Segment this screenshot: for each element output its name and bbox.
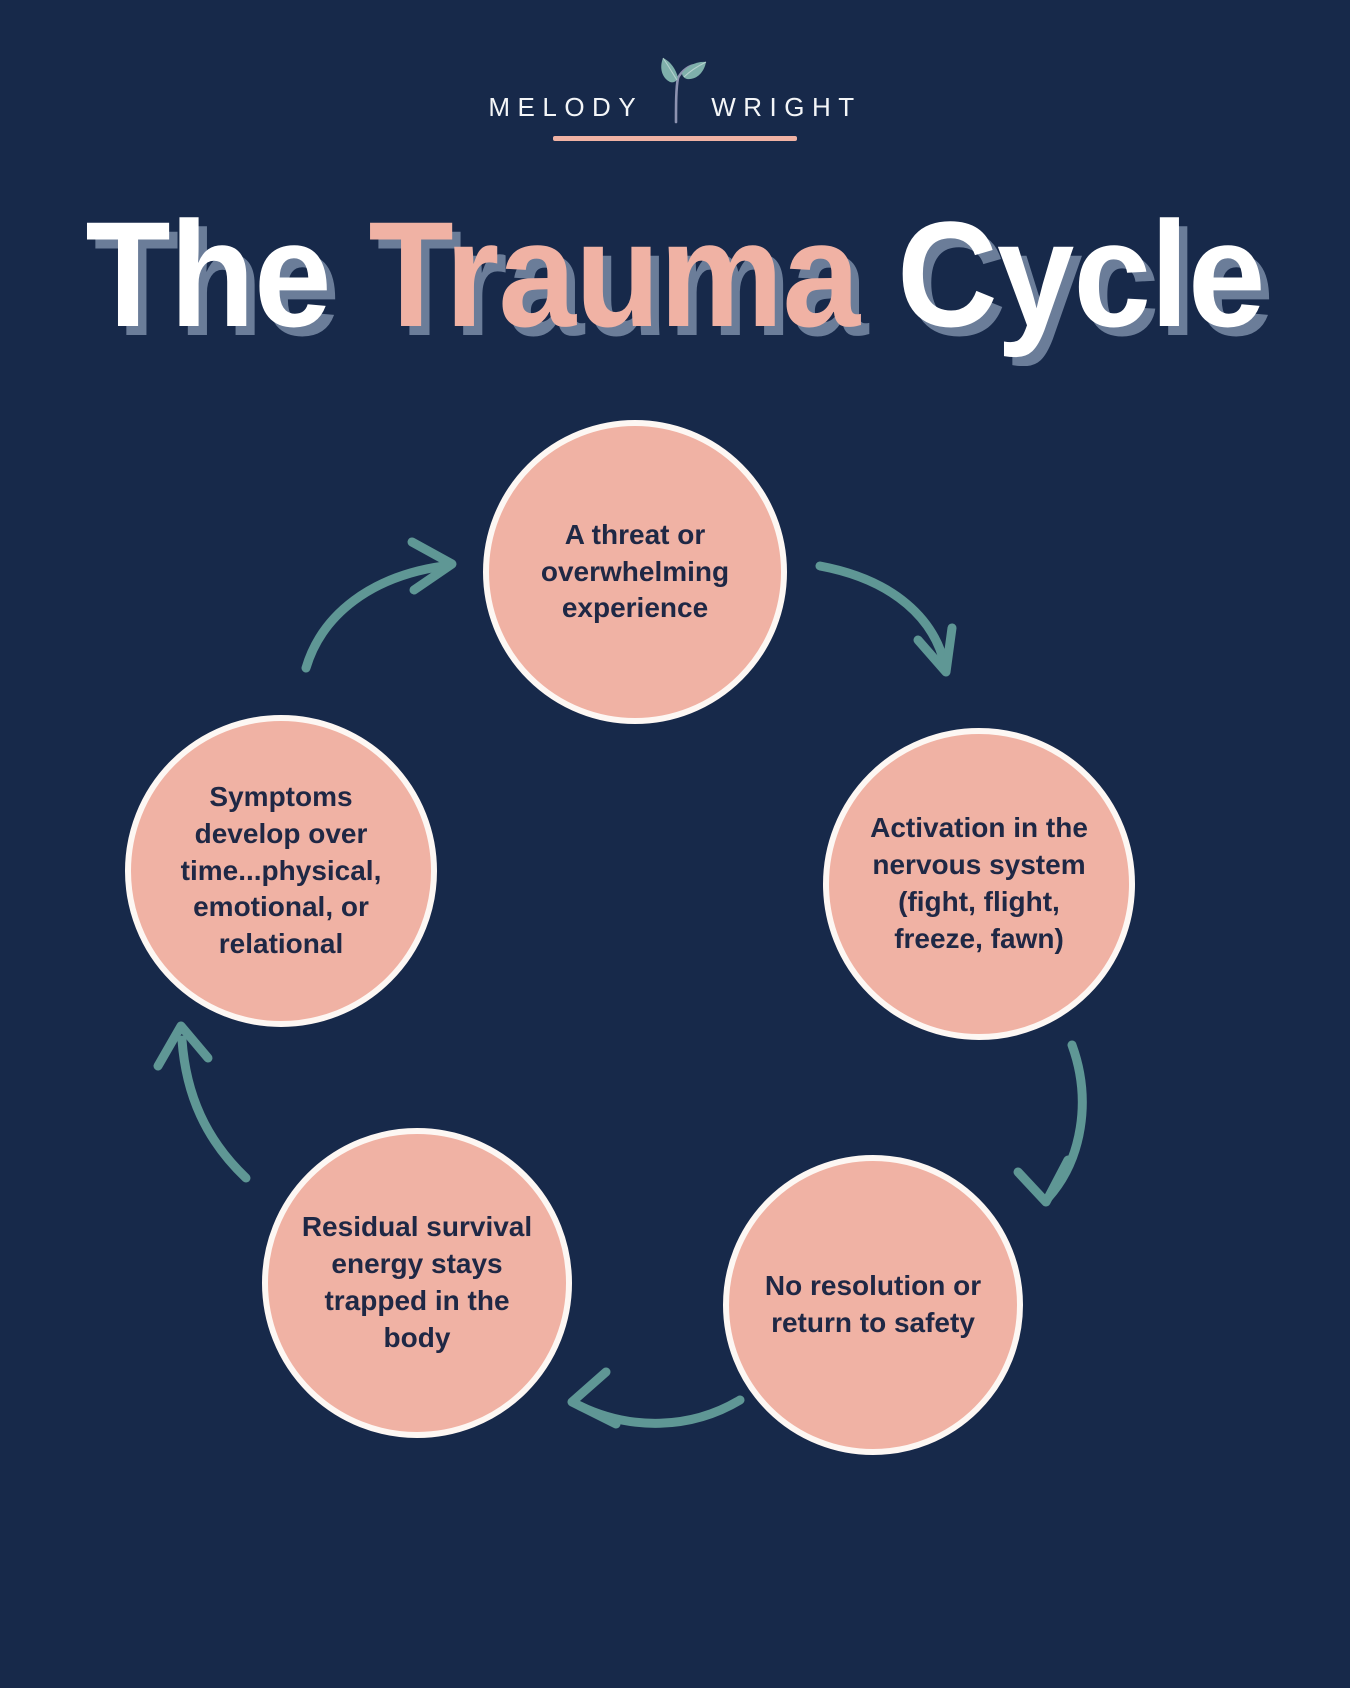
cycle-node-threat-label: A threat or overwhelming experience bbox=[540, 518, 730, 624]
cycle-node-no-resolution[interactable]: No resolution or return to safety bbox=[723, 1155, 1023, 1455]
logo-underline-rule bbox=[553, 136, 797, 141]
arrow-noresolution-to-residual bbox=[567, 1367, 745, 1429]
arrow-threat-to-activation bbox=[815, 561, 957, 677]
cycle-node-activation-label: Activation in the nervous system (fight,… bbox=[870, 812, 1088, 954]
arrow-residual-to-symptoms bbox=[153, 1021, 251, 1183]
cycle-node-no-resolution-label: No resolution or return to safety bbox=[764, 1270, 982, 1338]
title-word-trauma: Trauma bbox=[368, 190, 860, 358]
logo-word-wright: WRIGHT bbox=[711, 92, 862, 122]
page-title: The Trauma Cycle bbox=[47, 195, 1303, 354]
logo-word-melody: MELODY bbox=[488, 92, 644, 122]
title-word-the: The bbox=[85, 190, 369, 358]
cycle-node-activation[interactable]: Activation in the nervous system (fight,… bbox=[823, 728, 1135, 1040]
arrow-activation-to-noresolution bbox=[1013, 1040, 1087, 1207]
cycle-node-residual-energy[interactable]: Residual survival energy stays trapped i… bbox=[262, 1128, 572, 1438]
title-word-cycle: Cycle bbox=[859, 190, 1266, 358]
arrow-symptoms-to-threat bbox=[301, 537, 457, 673]
cycle-node-threat[interactable]: A threat or overwhelming experience bbox=[483, 420, 787, 724]
cycle-node-symptoms-label: Symptoms develop over time...physical, e… bbox=[180, 780, 382, 960]
cycle-node-residual-energy-label: Residual survival energy stays trapped i… bbox=[301, 1211, 533, 1353]
cycle-node-symptoms[interactable]: Symptoms develop over time...physical, e… bbox=[125, 715, 437, 1027]
